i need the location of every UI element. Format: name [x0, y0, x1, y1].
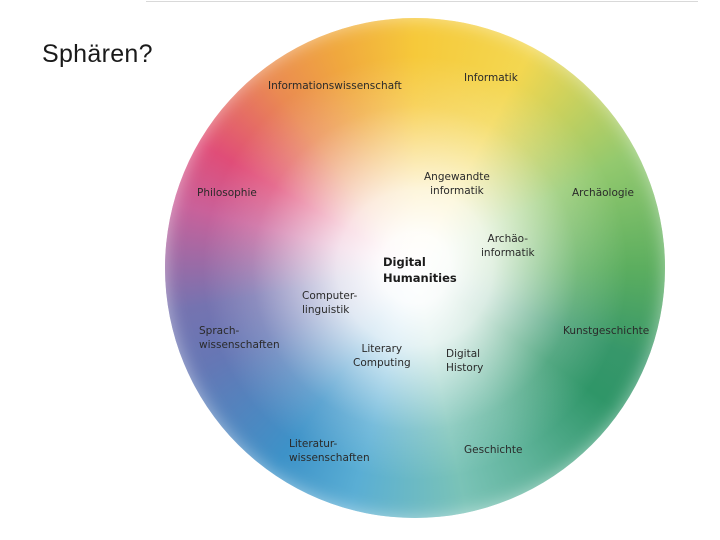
label-archaeologie: Archäologie: [572, 186, 634, 200]
label-digital-humanities: Digital Humanities: [383, 254, 457, 286]
label-informatik: Informatik: [464, 71, 518, 85]
label-informationswissenschaft: Informationswissenschaft: [268, 79, 402, 93]
label-angewandte-informatik: Angewandte informatik: [424, 170, 490, 198]
label-archaeoinformatik: Archäo- informatik: [481, 232, 535, 260]
slide-title: Sphären?: [42, 40, 153, 69]
label-philosophie: Philosophie: [197, 186, 257, 200]
label-literary-computing: Literary Computing: [353, 342, 411, 370]
header-rule: [146, 1, 698, 2]
label-sprachwissenschaften: Sprach- wissenschaften: [199, 324, 280, 352]
label-computerlinguistik: Computer- linguistik: [302, 289, 357, 317]
label-kunstgeschichte: Kunstgeschichte: [563, 324, 649, 338]
label-geschichte: Geschichte: [464, 443, 522, 457]
label-digital-history: Digital History: [446, 347, 483, 375]
label-literaturwissenschaften: Literatur- wissenschaften: [289, 437, 370, 465]
